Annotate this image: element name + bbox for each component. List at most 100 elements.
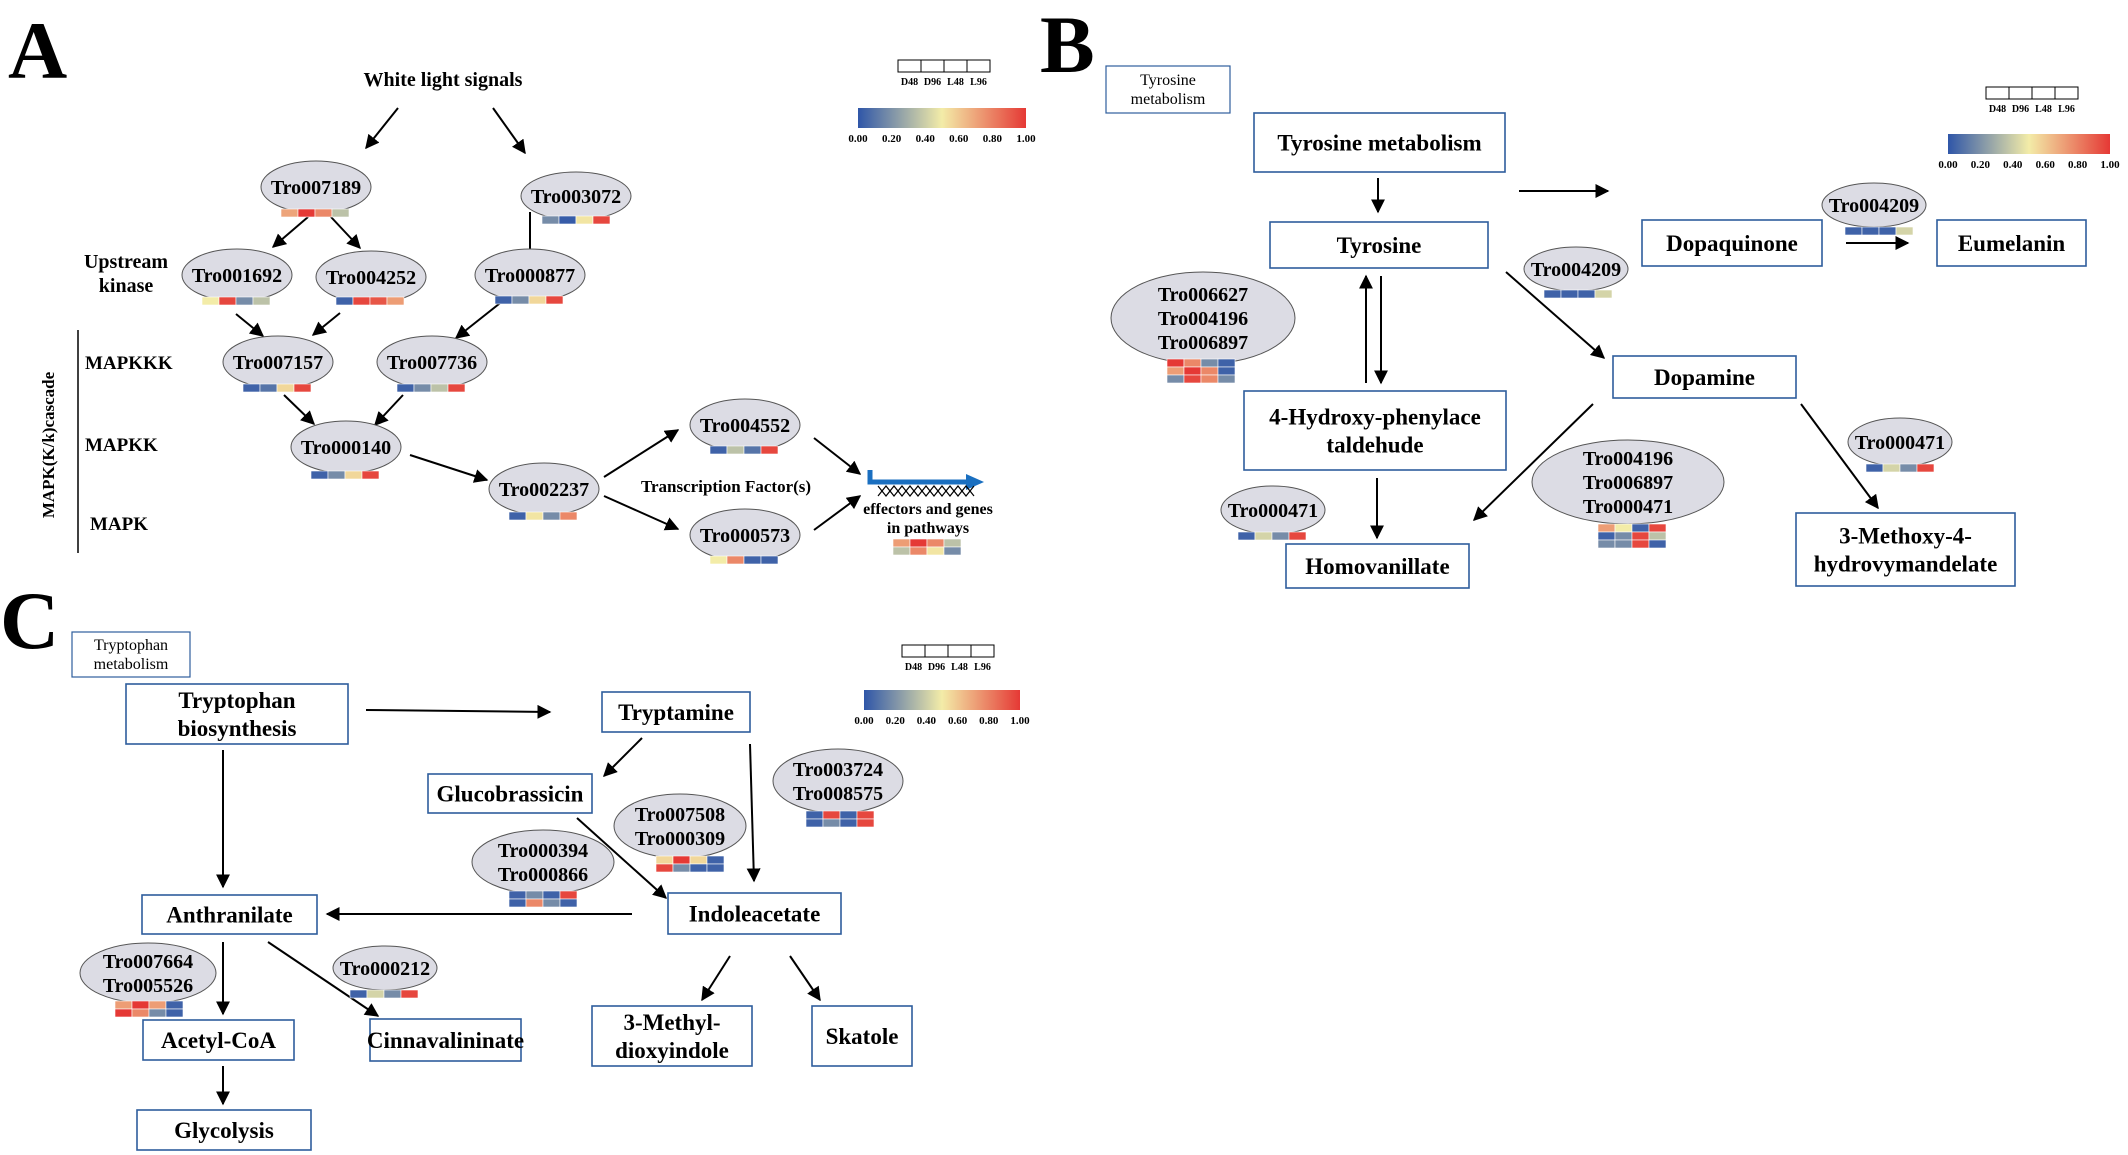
gene-node-heat-cell bbox=[1200, 374, 1219, 384]
gene-node-heat-cell bbox=[165, 1008, 184, 1018]
legend-header-label: L48 bbox=[2035, 104, 2052, 115]
compound-box: Glucobrassicin bbox=[427, 773, 593, 814]
compound-box-border bbox=[369, 1018, 522, 1062]
compound-box-border bbox=[1641, 219, 1823, 267]
gene-node-heat-cell bbox=[297, 208, 316, 218]
color-scale-tick: 0.40 bbox=[917, 715, 937, 727]
gene-node-heat-cell bbox=[1560, 289, 1579, 299]
gene-node-heat-cell bbox=[559, 890, 578, 900]
tryptophan-corner-box bbox=[71, 631, 191, 678]
compound-label: Homovanillate bbox=[1305, 554, 1449, 579]
gene-node: Tro000573 bbox=[689, 508, 801, 565]
gene-node-heat-cell bbox=[1577, 289, 1596, 299]
cascade-label: MAPK(K/k)cascade bbox=[39, 371, 58, 518]
gene-node-heat-cell bbox=[413, 383, 432, 393]
gene-node-heat-cell bbox=[1895, 226, 1914, 236]
compound-label: Acetyl-CoA bbox=[161, 1028, 276, 1053]
gene-node: Tro004209 bbox=[1523, 246, 1629, 299]
compound-box: 3-Methoxy-4-hydrovymandelate bbox=[1795, 512, 2016, 587]
legend-header-label: L96 bbox=[2058, 104, 2075, 115]
compound-box-border bbox=[125, 683, 349, 745]
compound-box: Dopaquinone bbox=[1641, 219, 1823, 267]
color-scale-tick: 0.60 bbox=[949, 133, 969, 145]
color-scale-bar bbox=[1948, 134, 2110, 154]
gene-id-label: Tro000877 bbox=[485, 265, 575, 287]
color-scale-bar bbox=[858, 108, 1026, 128]
gene-node-heat-cell bbox=[148, 1008, 167, 1018]
compound-label: Glucobrassicin bbox=[437, 782, 584, 807]
level-mapk: MAPK bbox=[90, 514, 148, 535]
gene-node-heat-cell bbox=[276, 383, 295, 393]
gene-node-heat-cell bbox=[822, 818, 841, 828]
gene-node-heat-cell bbox=[293, 383, 312, 393]
gene-node-heat-cell bbox=[494, 295, 513, 305]
gene-node-heat-cell bbox=[201, 296, 220, 306]
gene-node-heat-cell bbox=[114, 1000, 133, 1010]
gene-node-heat-cell bbox=[386, 296, 405, 306]
legend-header-cell bbox=[943, 59, 968, 73]
gene-node-heat-cell bbox=[592, 215, 611, 225]
gene-id-label: Tro000471 bbox=[1855, 432, 1945, 454]
gene-node-heat-cell bbox=[259, 383, 278, 393]
gene-node: Tro000471 bbox=[1847, 417, 1953, 473]
gene-node-heat-cell bbox=[1614, 531, 1633, 541]
panel-label-c: C bbox=[0, 575, 59, 666]
compound-box: Skatole bbox=[811, 1005, 913, 1067]
gene-id-label: Tro004209 bbox=[1531, 259, 1621, 281]
gene-node-heat-cell bbox=[1614, 523, 1633, 533]
gene-node-heat-cell bbox=[856, 818, 875, 828]
compound-box-border bbox=[136, 1109, 312, 1151]
gene-node-heat-cell bbox=[1916, 463, 1935, 473]
gene-node: Tro000212 bbox=[332, 945, 438, 999]
gene-node-heat-cell bbox=[542, 898, 561, 908]
effectors-heat-cell bbox=[926, 538, 945, 548]
gene-node-heat-cell bbox=[1878, 226, 1897, 236]
gene-node-heat-cell bbox=[235, 296, 254, 306]
compound-box: Tyrosine metabolism bbox=[1253, 112, 1506, 173]
gene-node-heat-cell bbox=[335, 296, 354, 306]
gene-node-heat-cell bbox=[1288, 531, 1307, 541]
color-scale-tick: 0.60 bbox=[2036, 159, 2056, 171]
gene-id-label: Tro000573 bbox=[700, 525, 790, 547]
legend-header-cell bbox=[1985, 86, 2010, 100]
gene-node-heat-cell bbox=[528, 295, 547, 305]
legend-header-cell bbox=[947, 644, 972, 658]
gene-node-heat-cell bbox=[1631, 531, 1650, 541]
dna-strand-icon bbox=[877, 485, 975, 497]
gene-node-heat-cell bbox=[511, 295, 530, 305]
effectors-heatmap bbox=[892, 538, 962, 556]
level-mapkkk: MAPKKK bbox=[85, 353, 173, 374]
gene-node-heat-cell bbox=[430, 383, 449, 393]
compound-box-border bbox=[1253, 112, 1506, 173]
gene-node-heat-cell bbox=[689, 855, 708, 865]
gene-node-heat-cell bbox=[760, 445, 779, 455]
legend-header-cell bbox=[2008, 86, 2033, 100]
gene-node-heat-cell bbox=[805, 818, 824, 828]
gene-node-heat-cell bbox=[1200, 366, 1219, 376]
gene-node-heat-cell bbox=[148, 1000, 167, 1010]
legend-header-cell bbox=[897, 59, 922, 73]
gene-node-heat-cell bbox=[1882, 463, 1901, 473]
legend-header-label: D96 bbox=[2012, 104, 2029, 115]
compound-label: Dopaquinone bbox=[1666, 231, 1798, 256]
gene-node-heat-cell bbox=[822, 810, 841, 820]
gene-node: Tro003072 bbox=[520, 171, 632, 225]
gene-node-heat-cell bbox=[314, 208, 333, 218]
gene-node-heat-cell bbox=[805, 810, 824, 820]
gene-node-heat-cell bbox=[1254, 531, 1273, 541]
gene-node-heat-cell bbox=[114, 1008, 133, 1018]
